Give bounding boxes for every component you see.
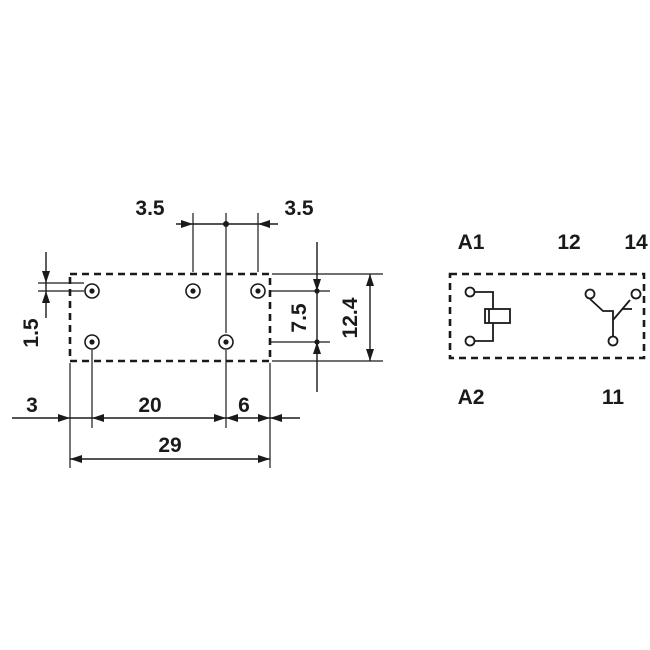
dimension-label-pin-offset-right: 3.5 xyxy=(284,197,314,220)
pin-hole xyxy=(218,334,234,350)
dimension-vertical-offset: 1.5 xyxy=(20,252,84,348)
pin-hole xyxy=(185,283,201,299)
pin-row-top xyxy=(84,283,266,299)
terminal-label-a1: A1 xyxy=(458,231,485,254)
schematic-outline xyxy=(448,272,646,360)
dimension-label-edge-margin: 3 xyxy=(26,394,38,417)
terminal-label-11: 11 xyxy=(602,386,625,409)
terminal-label-14: 14 xyxy=(624,231,648,254)
dimension-label-pin-span-right: 6 xyxy=(238,394,250,417)
dimension-label-body-length: 29 xyxy=(158,434,181,457)
terminal-label-a2: A2 xyxy=(458,386,485,409)
dimension-label-pin-offset-left: 3.5 xyxy=(135,197,165,220)
pin-hole xyxy=(84,283,100,299)
dimension-row-spacing: 7.5 xyxy=(270,242,330,392)
dimension-label-vertical-offset: 1.5 xyxy=(20,318,43,348)
pin-hole xyxy=(84,334,100,350)
dimension-body-width: 12.4 xyxy=(272,273,383,362)
wiring-schematic: A1 A2 12 14 11 xyxy=(448,231,648,409)
dimension-bottom-row: 3 20 6 xyxy=(12,350,300,468)
pin-row-bottom xyxy=(84,334,234,350)
dimension-label-pin-span: 20 xyxy=(138,394,161,417)
dimension-label-body-width: 12.4 xyxy=(339,297,362,338)
pin-hole xyxy=(250,283,266,299)
dimension-body-length: 29 xyxy=(70,434,270,463)
contact-symbol xyxy=(584,288,642,347)
terminal-label-12: 12 xyxy=(557,231,580,254)
relay-body-outline xyxy=(68,272,272,363)
dimension-label-row-spacing: 7.5 xyxy=(288,303,311,333)
coil-symbol xyxy=(464,286,511,347)
dimension-top-pin-offset: 3.5 3.5 xyxy=(135,197,314,333)
footprint-view: 3.5 3.5 1.5 7.5 xyxy=(12,197,383,468)
